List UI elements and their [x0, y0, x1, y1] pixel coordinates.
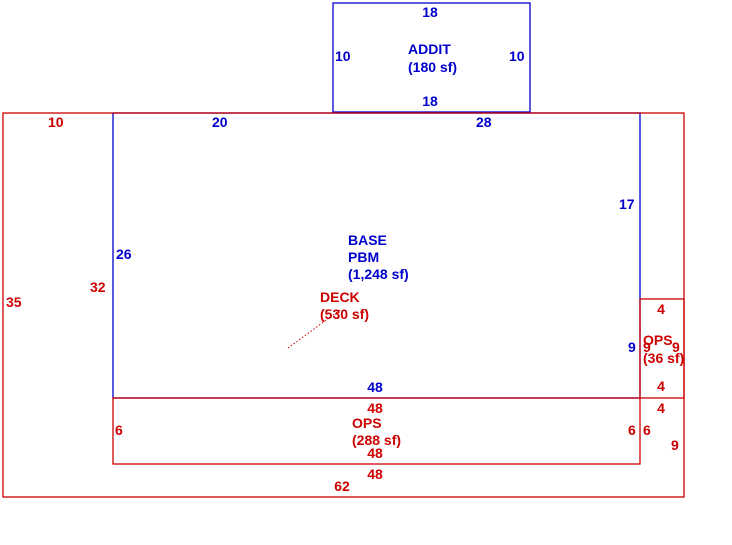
ops-bottom-dim-top: 48 [367, 400, 383, 416]
ops-bottom-dim-bottom: 48 [367, 445, 383, 461]
deck-dim-lower: 48 [367, 466, 383, 482]
base-dim-left: 26 [116, 246, 132, 262]
base-area: (1,248 sf) [348, 266, 409, 282]
deck-leader-line [287, 309, 341, 349]
ops-corner-dim-right: 9 [671, 437, 679, 453]
ops-corner-dim-left: 6 [643, 422, 651, 438]
addition-name: ADDIT [408, 41, 451, 57]
deck-outline [2, 112, 685, 498]
base-name-line2: PBM [348, 249, 379, 265]
base-dim-right-lower: 9 [628, 339, 636, 355]
ops-bottom-outline [112, 397, 641, 465]
ops-right-name: OPS [643, 332, 673, 348]
ops-right-area: (36 sf) [643, 350, 684, 366]
deck-name: DECK [320, 289, 360, 305]
deck-area: (530 sf) [320, 306, 369, 322]
addition-dim-top: 18 [422, 4, 438, 20]
ops-bottom-dim-left: 6 [115, 422, 123, 438]
base-name-line1: BASE [348, 232, 387, 248]
addition-outline [332, 2, 531, 113]
ops-right-outline [639, 298, 685, 399]
base-dim-right-upper: 17 [619, 196, 635, 212]
addition-dim-right: 10 [509, 48, 525, 64]
ops-right-dim-left: 9 [643, 339, 651, 355]
ops-right-dim-right: 9 [672, 339, 680, 355]
ops-bottom-name: OPS [352, 415, 382, 431]
addition-dim-left: 10 [335, 48, 351, 64]
addition-dim-bottom: 18 [422, 93, 438, 109]
addition-area: (180 sf) [408, 59, 457, 75]
base-dim-bottom: 48 [367, 379, 383, 395]
base-dim-top-left: 20 [212, 114, 228, 130]
ops-right-dim-bottom: 4 [657, 378, 665, 394]
ops-right-dim-top: 4 [657, 301, 665, 317]
ops-bottom-dim-right: 6 [628, 422, 636, 438]
deck-dim-outer-left: 35 [6, 294, 22, 310]
ops-bottom-area: (288 sf) [352, 432, 401, 448]
deck-dim-bottom: 62 [334, 478, 350, 494]
base-dim-top-right: 28 [476, 114, 492, 130]
ops-corner-dim-top: 4 [657, 400, 665, 416]
deck-dim-inner-left: 32 [90, 279, 106, 295]
deck-dim-top: 10 [48, 114, 64, 130]
